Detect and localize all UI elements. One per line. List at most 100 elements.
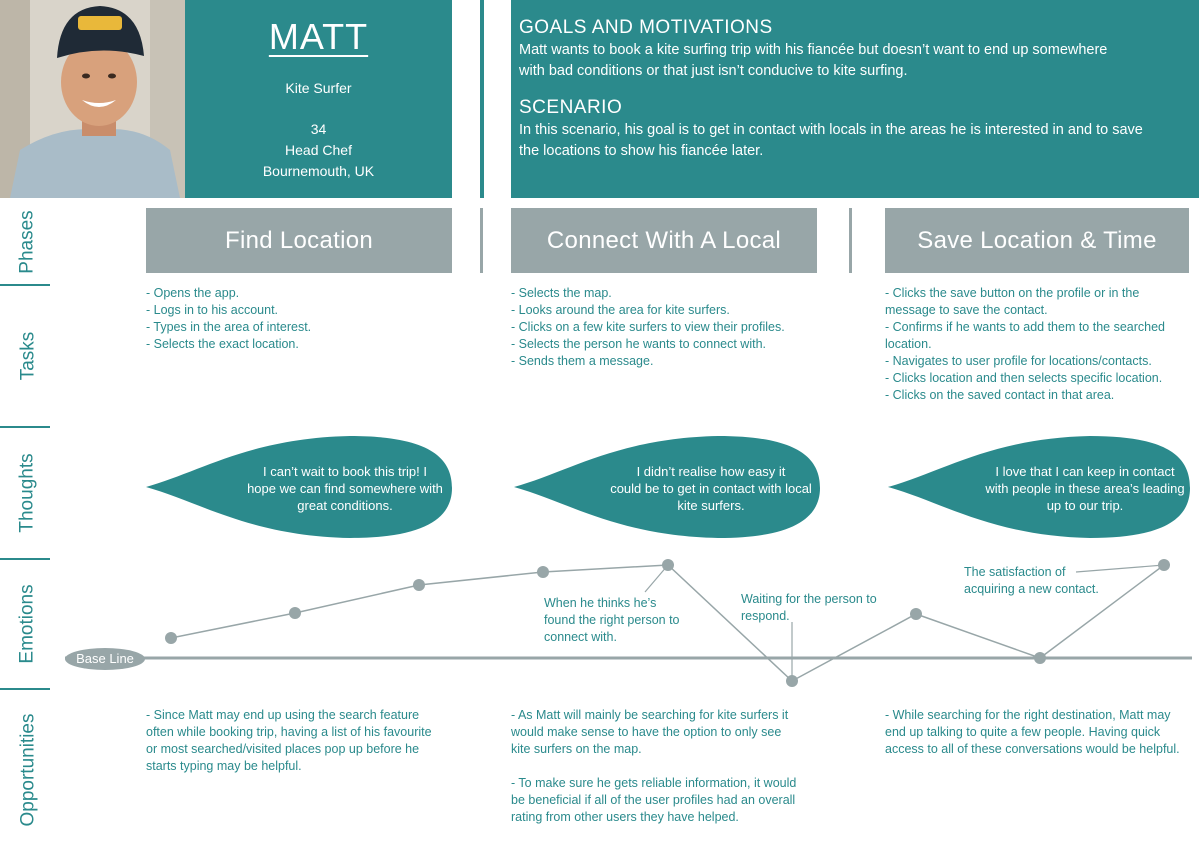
opportunity-line: rating from other users they have helped… bbox=[511, 810, 739, 824]
header-divider bbox=[480, 0, 484, 198]
goals-heading: GOALS AND MOTIVATIONS bbox=[519, 17, 773, 38]
task-item: - Selects the map. bbox=[511, 286, 612, 300]
emotion-point bbox=[910, 608, 922, 620]
task-item: - Types in the area of interest. bbox=[146, 320, 312, 334]
task-item: - Clicks on the saved contact in that ar… bbox=[885, 388, 1115, 402]
emotion-note-3: The satisfaction of acquiring a new cont… bbox=[964, 564, 1099, 598]
emotion-point bbox=[662, 559, 674, 571]
persona-hobby: Kite Surfer bbox=[285, 80, 352, 96]
task-item: - Clicks on a few kite surfers to view t… bbox=[511, 320, 785, 334]
opportunity-line: - To make sure he gets reliable informat… bbox=[511, 776, 797, 790]
emotion-point bbox=[1034, 652, 1046, 664]
rail-separator bbox=[0, 284, 50, 286]
goals-text-line: with bad conditions or that just isn’t c… bbox=[519, 63, 908, 79]
note-line: The satisfaction of bbox=[964, 565, 1066, 579]
task-item: - Looks around the area for kite surfers… bbox=[511, 303, 730, 317]
persona-job: Head Chef bbox=[285, 142, 352, 158]
baseline-label: Base Line bbox=[76, 651, 134, 666]
emotion-point bbox=[786, 675, 798, 687]
rail-label-opportunities: Opportunities bbox=[0, 690, 56, 849]
emotion-point bbox=[289, 607, 301, 619]
rail-label-tasks: Tasks bbox=[0, 286, 56, 426]
baseline-label-pill bbox=[65, 648, 145, 670]
rail-label-phases: Phases bbox=[0, 200, 56, 284]
thought-bubble-1 bbox=[146, 436, 452, 538]
phase-find-location: Find Location bbox=[146, 208, 452, 273]
opportunity-line bbox=[511, 758, 796, 775]
task-item: message to save the contact. bbox=[885, 303, 1048, 317]
task-item: - Selects the person he wants to connect… bbox=[511, 337, 766, 351]
rail-label-text: Thoughts bbox=[17, 453, 39, 533]
thought-text-1: I can’t wait to book this trip! I hope w… bbox=[232, 463, 458, 514]
task-item: - Clicks location and then selects speci… bbox=[885, 371, 1163, 385]
emotion-point bbox=[413, 579, 425, 591]
persona-photo bbox=[0, 0, 185, 198]
thought-line: could be to get in contact with local bbox=[610, 481, 812, 496]
thought-line: up to our trip. bbox=[1046, 498, 1124, 513]
thought-bubble-2 bbox=[514, 436, 820, 538]
note-line: connect with. bbox=[544, 630, 617, 644]
emotion-point bbox=[1158, 559, 1170, 571]
persona-name: MATT bbox=[268, 16, 369, 57]
opportunity-line: often while booking trip, having a list … bbox=[146, 725, 432, 739]
thought-line: hope we can find somewhere with bbox=[247, 481, 443, 496]
rail-label-text: Tasks bbox=[16, 331, 38, 381]
opportunity-line: be beneficial if all of the user profile… bbox=[511, 793, 796, 807]
emotion-graph bbox=[65, 559, 1192, 687]
note-line: found the right person to bbox=[544, 613, 680, 627]
opportunity-line: would make sense to have the option to o… bbox=[511, 725, 782, 739]
phase-connect-with-local: Connect With A Local bbox=[511, 208, 817, 273]
task-item: - Sends them a message. bbox=[511, 354, 654, 368]
task-item: - Selects the exact location. bbox=[146, 337, 299, 351]
thought-text-3: I love that I can keep in contact with p… bbox=[972, 463, 1198, 514]
emotion-note-2: Waiting for the person to respond. bbox=[741, 591, 877, 625]
thought-text-2: I didn’t realise how easy it could be to… bbox=[598, 463, 824, 514]
note-line: When he thinks he’s bbox=[544, 596, 657, 610]
task-item: - Clicks the save button on the profile … bbox=[885, 286, 1140, 300]
goals-text-line: Matt wants to book a kite surfing trip w… bbox=[519, 42, 1108, 58]
task-item: - Navigates to user profile for location… bbox=[885, 354, 1152, 368]
scenario-text-line: the locations to show his fiancée later. bbox=[519, 143, 764, 159]
rail-separator bbox=[0, 426, 50, 428]
scenario-text: In this scenario, his goal is to get in … bbox=[519, 120, 1191, 162]
persona-photo-illustration bbox=[0, 0, 185, 198]
opportunity-line: or most searched/visited places pop up b… bbox=[146, 742, 420, 756]
rail-separator bbox=[0, 558, 50, 560]
opportunity-line: kite surfers on the map. bbox=[511, 742, 642, 756]
annotation-leader bbox=[1075, 564, 1165, 573]
task-item: - Confirms if he wants to add them to th… bbox=[885, 320, 1165, 334]
phase-save-location-time: Save Location & Time bbox=[885, 208, 1189, 273]
thought-line: with people in these area’s leading bbox=[985, 481, 1185, 496]
thought-line: great conditions. bbox=[297, 498, 393, 513]
opportunity-line: - While searching for the right destinat… bbox=[885, 708, 1171, 722]
opportunities-connect-with-local: - As Matt will mainly be searching for k… bbox=[511, 707, 796, 826]
thought-line: kite surfers. bbox=[677, 498, 745, 513]
opportunity-line: access to all of these conversations wou… bbox=[885, 742, 1180, 756]
opportunity-line: - Since Matt may end up using the search… bbox=[146, 708, 420, 722]
thought-line: I didn’t realise how easy it bbox=[636, 464, 786, 479]
emotion-point bbox=[537, 566, 549, 578]
note-line: respond. bbox=[741, 609, 790, 623]
scenario-text-line: In this scenario, his goal is to get in … bbox=[519, 122, 1143, 138]
opportunity-line: - As Matt will mainly be searching for k… bbox=[511, 708, 789, 722]
goals-panel: GOALS AND MOTIVATIONS Matt wants to book… bbox=[511, 0, 1199, 198]
thought-bubble-3 bbox=[888, 436, 1190, 538]
opportunity-line: end up talking to quite a few people. Ha… bbox=[885, 725, 1161, 739]
phase-divider bbox=[480, 208, 483, 273]
persona-age: 34 bbox=[310, 121, 327, 137]
persona-location: Bournemouth, UK bbox=[262, 163, 375, 179]
rail-label-text: Phases bbox=[17, 210, 38, 274]
note-line: acquiring a new contact. bbox=[964, 582, 1099, 596]
tasks-find-location: - Opens the app. - Logs in to his accoun… bbox=[146, 285, 311, 353]
opportunities-find-location: - Since Matt may end up using the search… bbox=[146, 707, 432, 775]
emotion-note-1: When he thinks he’s found the right pers… bbox=[544, 595, 680, 646]
scenario-heading: SCENARIO bbox=[519, 97, 623, 118]
task-item: location. bbox=[885, 337, 932, 351]
thought-line: I love that I can keep in contact bbox=[995, 464, 1175, 479]
rail-separator bbox=[0, 688, 50, 690]
rail-label-thoughts: Thoughts bbox=[0, 428, 56, 558]
goals-text: Matt wants to book a kite surfing trip w… bbox=[519, 40, 1191, 82]
tasks-save-location-time: - Clicks the save button on the profile … bbox=[885, 285, 1165, 404]
tasks-connect-with-local: - Selects the map. - Looks around the ar… bbox=[511, 285, 785, 370]
thought-line: I can’t wait to book this trip! I bbox=[262, 464, 428, 479]
